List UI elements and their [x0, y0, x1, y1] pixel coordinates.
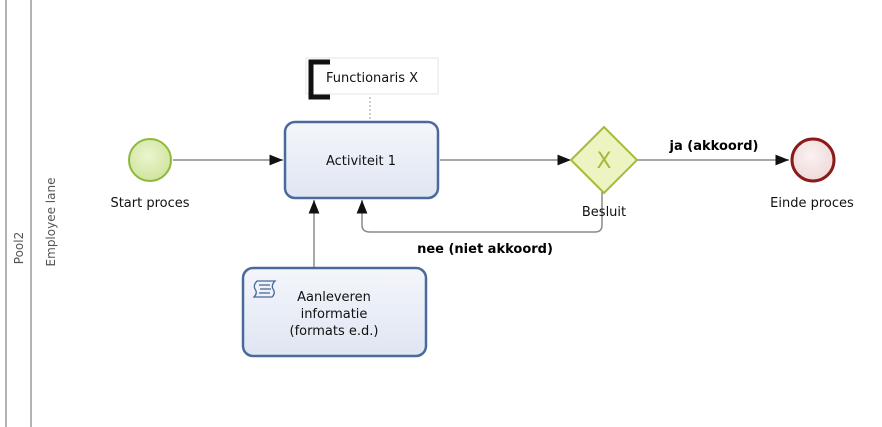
- script-task-line-2: informatie: [301, 307, 368, 322]
- script-task-line-1: Aanleveren: [297, 290, 371, 305]
- flow-gateway-to-activity-loop[interactable]: [356, 192, 603, 233]
- lane-label: Employee lane: [44, 178, 58, 267]
- start-event-label: Start proces: [110, 196, 189, 211]
- flow-label-yes: ja (akkoord): [669, 139, 759, 154]
- script-icon: [252, 280, 277, 298]
- end-event[interactable]: Einde proces: [770, 137, 854, 211]
- pool[interactable]: Pool2: [5, 0, 32, 427]
- gateway-label: Besluit: [582, 205, 626, 220]
- task-activiteit-1-label: Activiteit 1: [326, 154, 396, 169]
- pool-label: Pool2: [12, 232, 26, 264]
- start-event[interactable]: Start proces: [110, 138, 190, 211]
- task-aanleveren-informatie[interactable]: Aanleveren informatie (formats e.d.): [241, 266, 428, 358]
- script-task-line-3: (formats e.d.): [290, 324, 379, 339]
- text-annotation[interactable]: Functionaris X: [305, 57, 439, 100]
- exclusive-gateway[interactable]: X Besluit: [569, 125, 639, 220]
- annotation-label: Functionaris X: [326, 71, 418, 86]
- flow-label-no: nee (niet akkoord): [417, 242, 553, 257]
- task-activiteit-1[interactable]: Activiteit 1: [283, 120, 440, 200]
- lane[interactable]: Employee lane: [44, 178, 58, 267]
- gateway-x-icon: X: [596, 149, 611, 174]
- end-event-label: Einde proces: [770, 196, 854, 211]
